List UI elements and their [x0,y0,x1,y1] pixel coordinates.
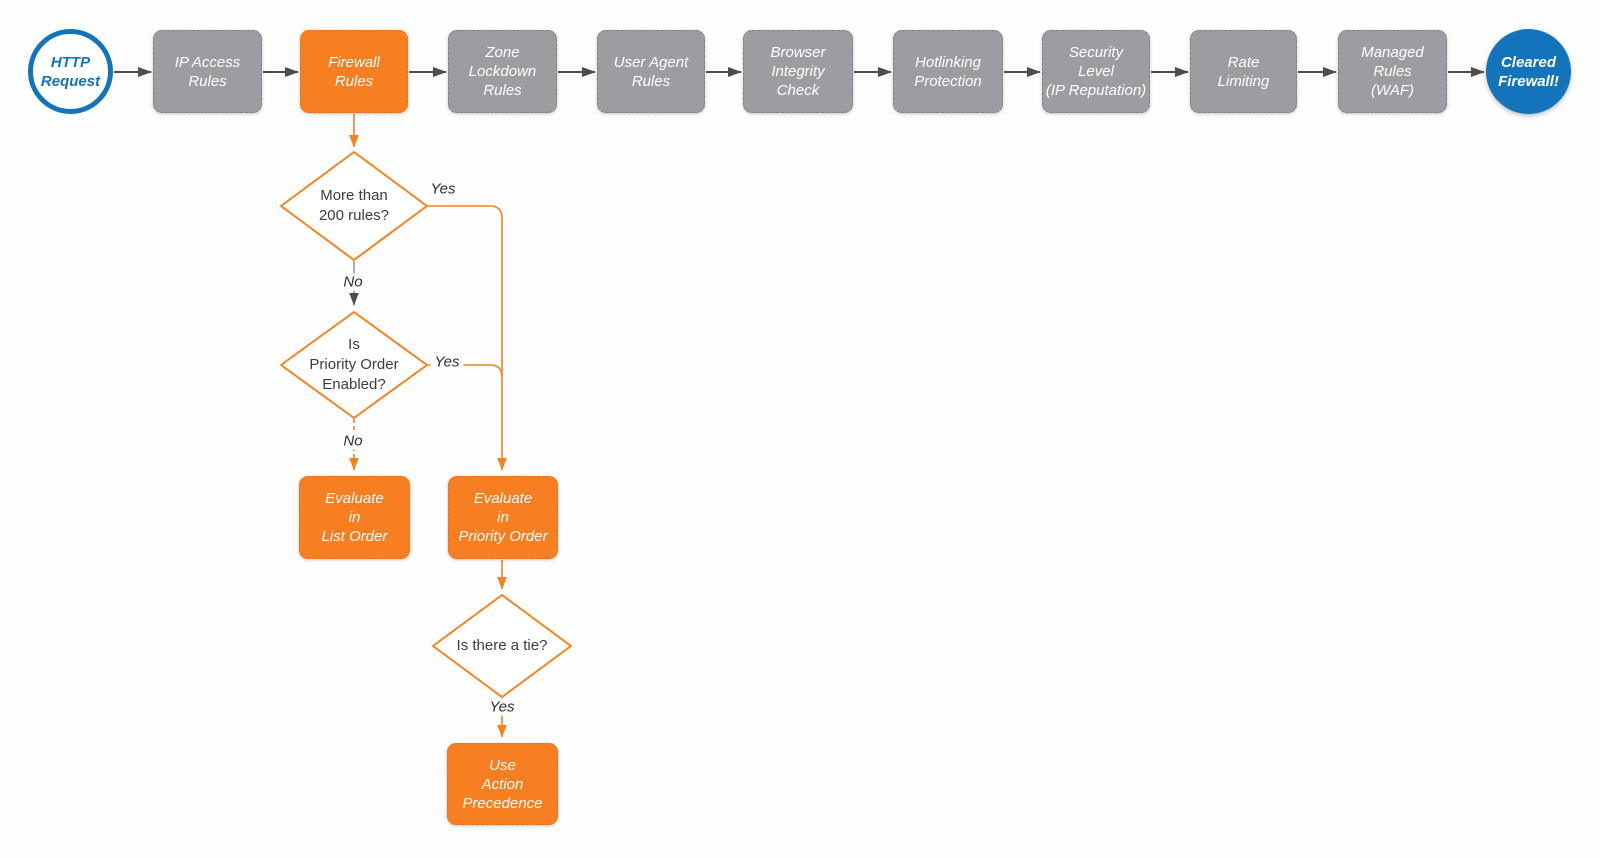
node-label: Hotlinking Protection [914,53,982,90]
node-label: Rate Limiting [1217,53,1270,90]
connector-decision1-yes-to-priority [428,205,507,471]
node-managed-rules-waf: Managed Rules (WAF) [1338,30,1447,113]
node-zone-lockdown-rules: Zone Lockdown Rules [448,30,557,113]
node-security-level: Security Level (IP Reputation) [1042,30,1150,113]
node-label: Security Level (IP Reputation) [1045,44,1147,99]
decision-priority-enabled-label: Is Priority Order Enabled? [309,336,399,393]
node-firewall-rules: Firewall Rules [300,30,408,113]
node-label: HTTP Request [40,53,101,90]
node-label: Browser Integrity Check [770,44,826,99]
node-user-agent-rules: User Agent Rules [597,30,705,113]
node-evaluate-in-priority-order: Evaluate in Priority Order [448,476,558,559]
node-evaluate-in-list-order: Evaluate in List Order [299,476,410,559]
node-label: Firewall Rules [328,53,380,90]
decision-more-than-200-shape [280,151,428,261]
decision-priority-enabled-shape [280,311,428,419]
connector-decision2-yes-merge [428,364,503,378]
edge-label-yes-tie: Yes [485,698,519,716]
edge-label-yes-priority-enabled: Yes [430,353,464,371]
node-hotlinking-protection: Hotlinking Protection [893,30,1003,113]
node-label: Evaluate in Priority Order [458,490,548,545]
node-label: IP Access Rules [174,53,241,90]
node-rate-limiting: Rate Limiting [1190,30,1297,113]
node-ip-access-rules: IP Access Rules [153,30,262,113]
node-label: Evaluate in List Order [321,490,388,545]
decision-tie-shape [432,594,572,698]
decision-more-than-200-label: More than 200 rules? [318,187,390,224]
edge-label-no-more-than-200: No [339,273,367,291]
node-label: Zone Lockdown Rules [468,44,537,99]
node-use-action-precedence: Use Action Precedence [447,743,558,825]
node-label: Cleared Firewall! [1498,53,1559,90]
node-cleared-firewall: Cleared Firewall! [1486,29,1571,114]
node-browser-integrity-check: Browser Integrity Check [743,30,853,113]
edge-label-yes-more-than-200: Yes [430,180,456,198]
node-label: Use Action Precedence [462,756,543,812]
decision-tie-label: Is there a tie? [456,637,548,654]
node-http-request: HTTP Request [28,29,113,114]
edge-label-no-priority-enabled: No [339,432,367,450]
node-label: User Agent Rules [613,53,689,90]
node-label: Managed Rules (WAF) [1361,44,1424,99]
